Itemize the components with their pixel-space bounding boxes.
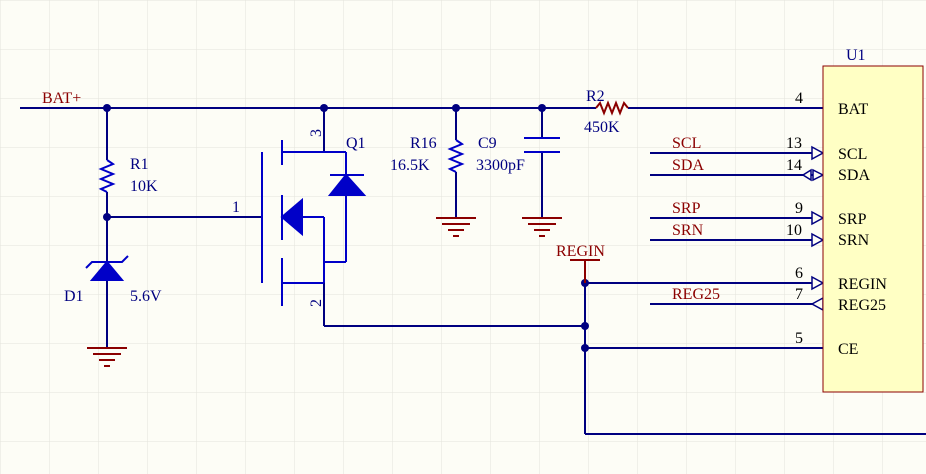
c9-ref-label: C9 xyxy=(478,135,497,152)
sda-pin-arrow xyxy=(801,168,825,182)
r1-value-label: 10K xyxy=(130,178,158,195)
net-label-sda: SDA xyxy=(672,157,704,174)
r2-resistor-symbol xyxy=(595,100,629,116)
regin-pin-arrow xyxy=(811,275,825,291)
net-label-bat-plus: BAT+ xyxy=(42,90,81,107)
pin-name: CE xyxy=(838,341,858,358)
junctions xyxy=(103,104,589,352)
net-label-srn: SRN xyxy=(672,222,704,239)
q1-source-pin-number: 2 xyxy=(308,299,325,307)
ground-symbol-c9 xyxy=(522,217,562,237)
zener-bar xyxy=(85,255,129,269)
pin-number: 5 xyxy=(795,330,803,347)
q1-drain-pin-number: 3 xyxy=(308,129,325,137)
junction-dot xyxy=(320,104,328,112)
srn-pin-arrow xyxy=(811,232,825,248)
r2-value-label: 450K xyxy=(584,119,620,136)
ground-symbol-d1 xyxy=(87,347,127,367)
u1-ref-label: U1 xyxy=(846,47,866,64)
c9-value-label: 3300pF xyxy=(476,157,525,174)
pin-number: 14 xyxy=(786,157,802,174)
pin-number: 10 xyxy=(786,222,802,239)
pin-number: 4 xyxy=(795,90,803,107)
wires xyxy=(20,107,926,435)
r1-resistor-symbol xyxy=(98,159,116,193)
r16-ref-label: R16 xyxy=(410,135,437,152)
pin-name: REGIN xyxy=(838,276,887,293)
pin-number: 7 xyxy=(795,286,803,303)
q1-ref-label: Q1 xyxy=(346,135,366,152)
srp-pin-arrow xyxy=(811,210,825,226)
pin-name: SRP xyxy=(838,211,867,228)
body-arrow xyxy=(280,197,303,237)
net-label-scl: SCL xyxy=(672,135,701,152)
net-label-regin: REGIN xyxy=(556,243,605,260)
pin-name: SRN xyxy=(838,232,870,249)
pin-name: REG25 xyxy=(838,297,886,314)
q1-gate-pin-number: 1 xyxy=(232,199,240,216)
pin-arrows xyxy=(801,145,825,312)
d1-ref-label: D1 xyxy=(64,288,84,305)
junction-dot xyxy=(103,213,111,221)
zener-triangle xyxy=(89,260,125,281)
u1-chip-body[interactable] xyxy=(822,65,924,393)
pin-number: 6 xyxy=(795,265,803,282)
q1-mosfet-symbol xyxy=(261,140,367,306)
scl-pin-arrow xyxy=(811,145,825,161)
ground-symbol-r16 xyxy=(436,217,476,237)
r2-ref-label: R2 xyxy=(586,88,605,105)
junction-dot xyxy=(538,104,546,112)
junction-dot xyxy=(581,322,589,330)
d1-value-label: 5.6V xyxy=(130,288,162,305)
net-label-srp: SRP xyxy=(672,200,701,217)
r16-resistor-symbol xyxy=(447,139,465,173)
pin-name: SDA xyxy=(838,167,870,184)
pin-name: BAT xyxy=(838,101,868,118)
r1-ref-label: R1 xyxy=(130,156,149,173)
net-label-reg25: REG25 xyxy=(672,286,720,303)
pin-number: 13 xyxy=(786,135,802,152)
pin-name: SCL xyxy=(838,146,867,163)
r16-value-label: 16.5K xyxy=(390,157,430,174)
regin-net-flag xyxy=(570,259,600,283)
pin-number: 9 xyxy=(795,200,803,217)
junction-dot xyxy=(452,104,460,112)
junction-dot xyxy=(581,344,589,352)
c9-capacitor-symbol xyxy=(524,137,560,153)
d1-zener-symbol xyxy=(85,255,129,281)
junction-dot xyxy=(103,104,111,112)
